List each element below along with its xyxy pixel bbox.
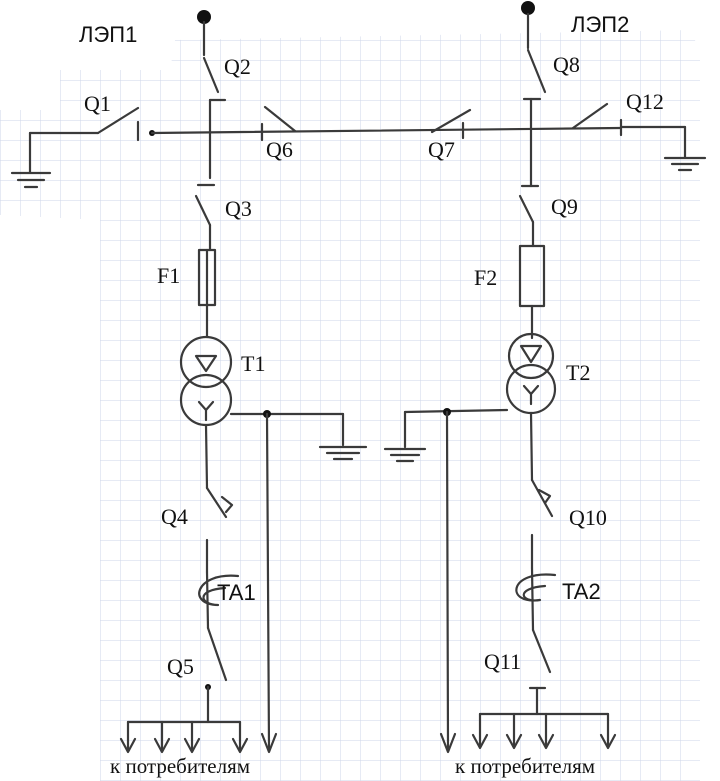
f1-label: F1 — [157, 263, 181, 288]
q6-label: Q6 — [266, 137, 293, 162]
q10-switch-blade — [530, 478, 554, 518]
q1-switch-blade — [96, 106, 140, 135]
q3-switch-blade — [194, 194, 212, 227]
ta1-label: TA1 — [217, 580, 256, 605]
q1-label: Q1 — [84, 91, 111, 116]
t2-neutral-wire — [403, 408, 509, 414]
q4-trip — [220, 495, 234, 514]
right-neutral-arrow — [439, 732, 457, 754]
q7-label: Q7 — [428, 137, 455, 162]
lep2-label: ЛЭП2 — [571, 12, 630, 37]
q8-switch-blade — [526, 48, 547, 94]
right-feeder-1-arrow — [471, 733, 489, 750]
q4-switch-blade — [205, 486, 228, 519]
ta1-coil — [198, 574, 240, 607]
f2-fuse-body — [518, 244, 546, 308]
t1-star-symbol — [197, 400, 215, 422]
q9-switch-blade — [518, 194, 535, 224]
q12-switch-blade — [571, 102, 609, 130]
q2-switch-blade — [202, 56, 220, 94]
q7-switch-blade — [430, 108, 472, 134]
q5-label: Q5 — [167, 654, 194, 679]
f2-label: F2 — [474, 265, 498, 290]
left-wire-to-q4 — [204, 423, 209, 490]
t1-winding-top — [179, 335, 233, 389]
q4-label: Q4 — [161, 504, 188, 529]
consumers-label-left: к потребителям — [110, 754, 251, 778]
q12-label: Q12 — [626, 89, 664, 114]
right-feeder-4-arrow — [599, 733, 617, 750]
left-neutral-conductor — [265, 412, 271, 750]
t2-star-symbol — [522, 384, 540, 406]
q10-label: Q10 — [569, 505, 607, 530]
t1-label: T1 — [241, 351, 266, 376]
q6-switch-blade — [263, 105, 297, 133]
q11-switch-blade — [531, 628, 552, 674]
q5-switch-blade — [206, 626, 228, 682]
q2-label: Q2 — [224, 54, 251, 79]
q11-label: Q11 — [484, 649, 522, 674]
t2-winding-top — [507, 332, 555, 380]
t1-delta-symbol — [194, 354, 218, 373]
left-wire-through-ta1 — [205, 570, 210, 630]
t2-winding-bottom — [505, 363, 557, 415]
consumers-label-right: к потребителям — [455, 754, 596, 778]
lep1-label: ЛЭП1 — [79, 22, 138, 47]
ta2-label: TA2 — [562, 579, 601, 604]
tie-bus — [150, 126, 622, 135]
lep1-terminal — [197, 10, 211, 24]
left-feeder-1-arrow — [119, 737, 137, 754]
q10-trip — [537, 488, 552, 505]
right-feeder-2-arrow — [505, 733, 523, 750]
left-feeder-4-arrow — [231, 737, 249, 754]
left-feeder-3-arrow — [183, 737, 201, 754]
ta2-coil — [515, 573, 557, 602]
q8-label: Q8 — [553, 52, 580, 77]
q3-label: Q3 — [225, 196, 252, 221]
lep2-terminal — [521, 1, 535, 15]
right-feeder-3-arrow — [537, 733, 555, 750]
right-wire-through-ta2 — [530, 566, 535, 632]
left-feeder-2-arrow — [153, 737, 171, 754]
t2-label: T2 — [566, 360, 591, 385]
right-neutral-conductor — [445, 410, 450, 750]
right-wire-to-q10 — [529, 411, 534, 482]
left-neutral-arrow — [260, 732, 278, 754]
q9-label: Q9 — [551, 194, 578, 219]
t2-delta-symbol — [519, 344, 543, 364]
